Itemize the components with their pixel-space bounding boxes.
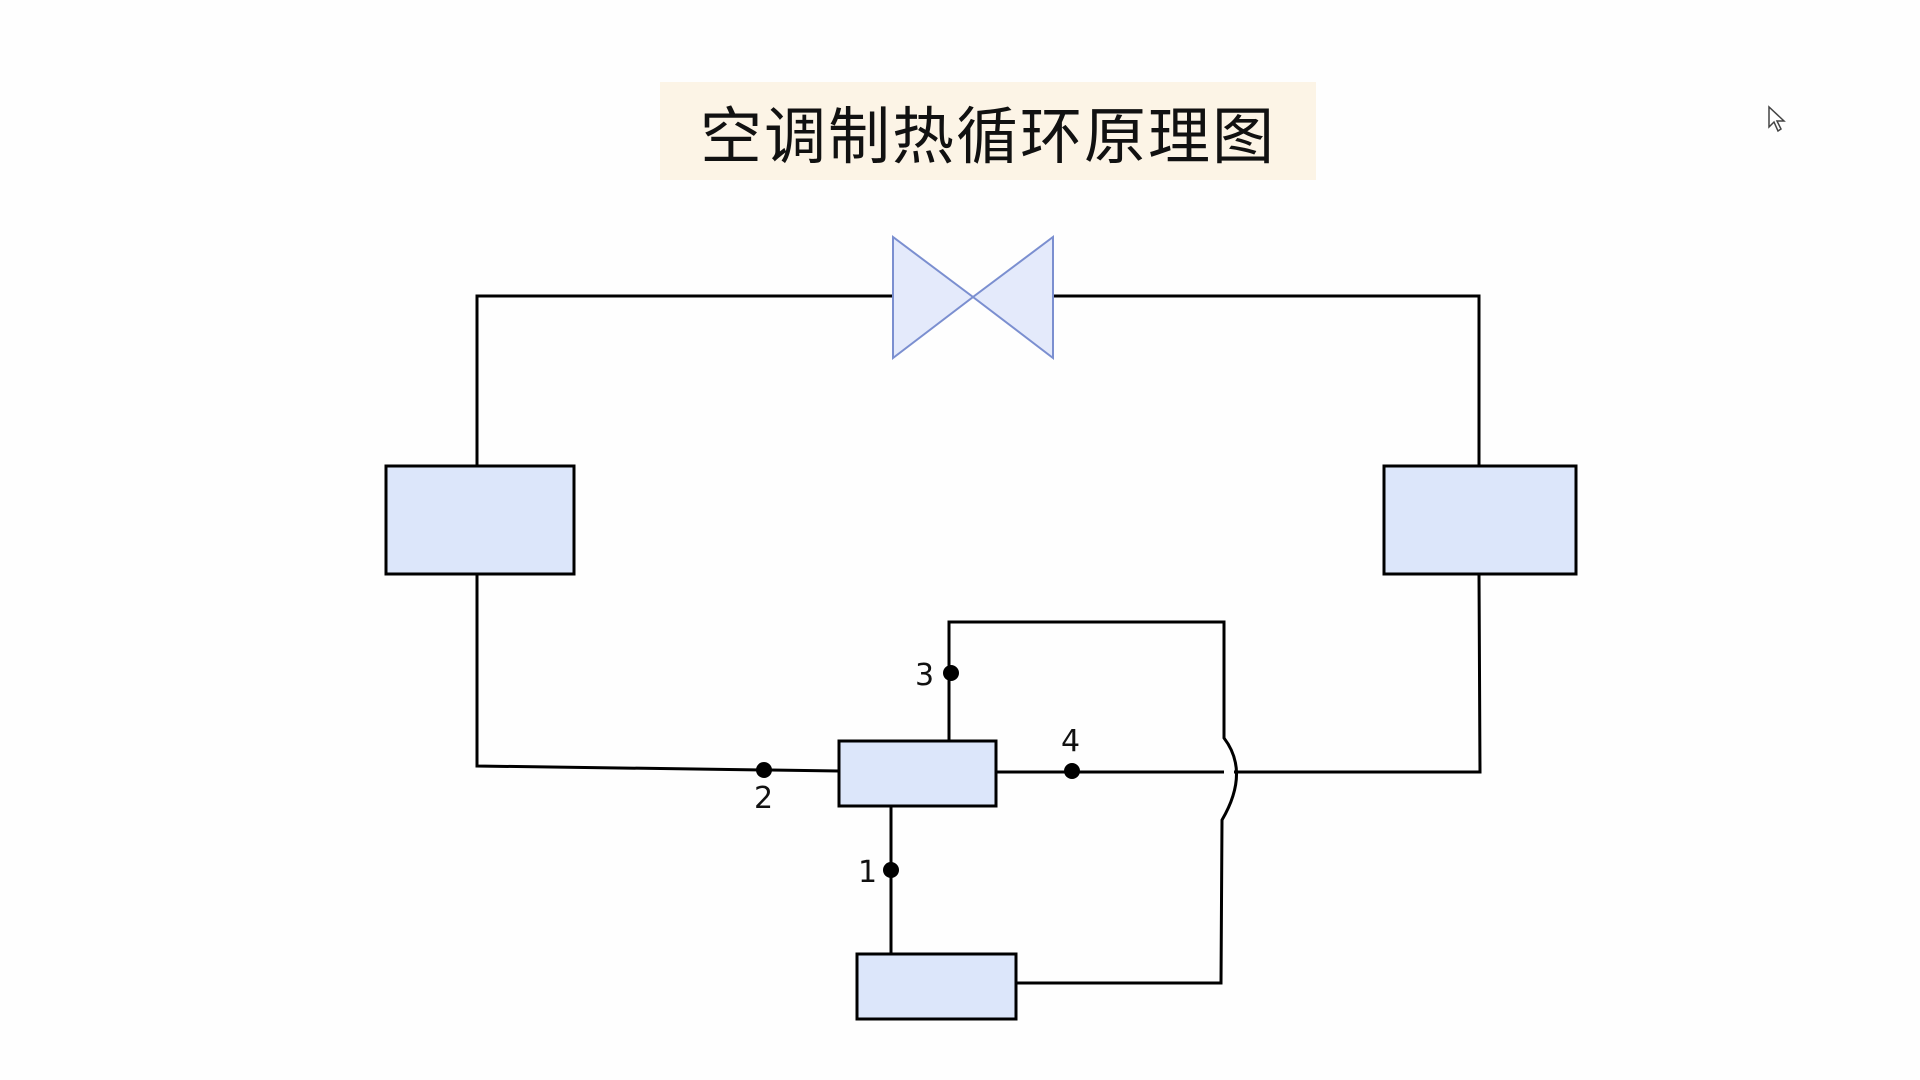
pipe-top-right	[1053, 294, 1481, 466]
port-2-label: 2	[754, 781, 773, 816]
right-heat-exchanger	[1382, 464, 1578, 576]
port-1-dot	[883, 862, 899, 878]
port-4-label: 4	[1061, 724, 1080, 759]
port-4-dot	[1064, 763, 1080, 779]
expansion-valve-left-triangle	[892, 235, 975, 361]
diagram-title: 空调制热循环原理图	[699, 100, 1276, 173]
left-heat-exchanger	[384, 464, 576, 576]
port-1-label: 1	[858, 855, 877, 890]
compressor	[855, 952, 1018, 1021]
mouse-pointer-icon	[1768, 105, 1786, 133]
four-way-reversing-valve	[837, 739, 998, 808]
port-3-label: 3	[915, 658, 934, 693]
port-2-dot	[756, 762, 772, 778]
pipe-left-to-port-2	[475, 574, 840, 773]
pipe-top-left	[475, 294, 893, 466]
port-3-dot	[943, 665, 959, 681]
expansion-valve-right-triangle	[971, 235, 1054, 361]
pipe-right-to-port-4	[996, 573, 1482, 774]
title-banner: 空调制热循环原理图	[660, 82, 1316, 180]
pipe-port-3-loop	[947, 620, 1238, 985]
